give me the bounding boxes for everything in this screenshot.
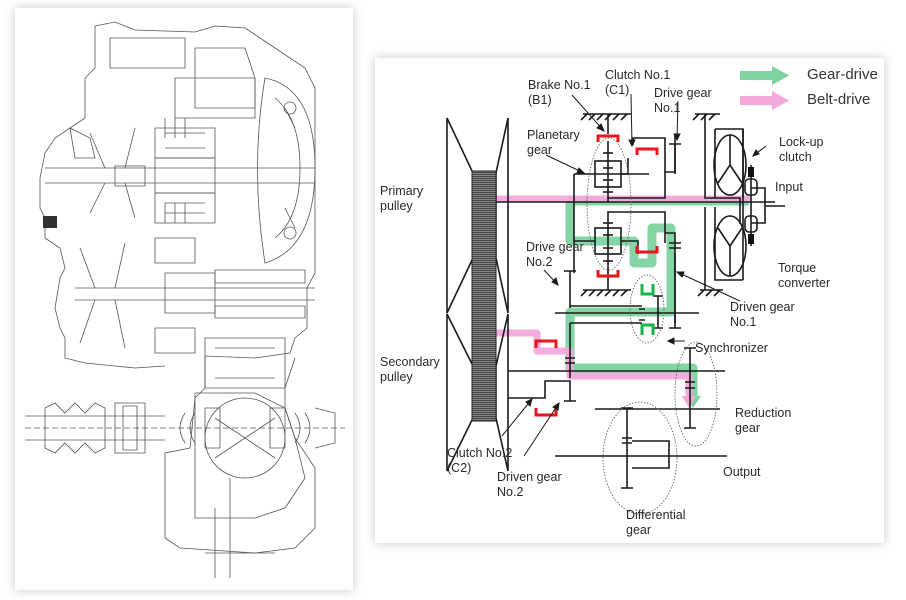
clutch-c2-lower	[534, 408, 558, 417]
label-lockup-clutch: Lock-up clutch	[779, 135, 824, 164]
label-input: Input	[775, 180, 803, 194]
label-primary-pulley: Primary pulley	[380, 184, 424, 213]
cross-section-drawing-panel	[15, 8, 353, 590]
label-planetary-gear: Planetary gear	[527, 128, 580, 157]
label-brake-no1: Brake No.1 (B1)	[528, 78, 591, 107]
legend-belt-drive-label: Belt-drive	[807, 91, 871, 108]
brake-b1-lower	[596, 270, 620, 278]
differential-outline	[602, 401, 678, 515]
clutch-c1-lower	[635, 246, 659, 254]
powertrain-schematic	[446, 66, 789, 515]
clutch-c1-upper	[635, 147, 659, 155]
label-torque-converter: Torque converter	[778, 261, 831, 290]
transmission-cross-section	[25, 21, 345, 578]
label-driven-gear-no1: Driven gear No.1	[730, 300, 795, 329]
legend-gear-drive-label: Gear-drive	[807, 66, 878, 83]
label-driven-gear-no2: Driven gear No.2	[497, 470, 562, 499]
legend-belt-drive-arrow	[740, 91, 789, 110]
label-drive-gear-no1: Drive gear No.1	[654, 86, 712, 115]
clutch-c2-upper	[534, 339, 558, 348]
label-clutch-no2: Clutch No.2 (C2)	[447, 446, 513, 475]
planetary-gear-outline	[586, 137, 632, 271]
label-secondary-pulley: Secondary pulley	[380, 355, 440, 384]
legend-gear-drive-arrow	[740, 66, 789, 85]
reduction-gear-outline	[674, 341, 718, 447]
brake-b1-upper	[596, 134, 620, 142]
label-differential-gear: Differential gear	[626, 508, 686, 537]
label-output: Output	[723, 465, 761, 479]
label-reduction-gear: Reduction gear	[735, 406, 792, 435]
belt	[471, 170, 497, 422]
label-drive-gear-no2: Drive gear No.2	[526, 240, 584, 269]
label-clutch-no1: Clutch No.1 (C1)	[605, 68, 671, 97]
schematic-diagram-panel: Gear-drive Belt-drive Brake No.1 (B1) Cl…	[375, 58, 884, 543]
label-synchronizer: Synchronizer	[695, 341, 768, 355]
synchronizer-outline	[629, 274, 665, 344]
gear-drive-path	[565, 196, 749, 400]
